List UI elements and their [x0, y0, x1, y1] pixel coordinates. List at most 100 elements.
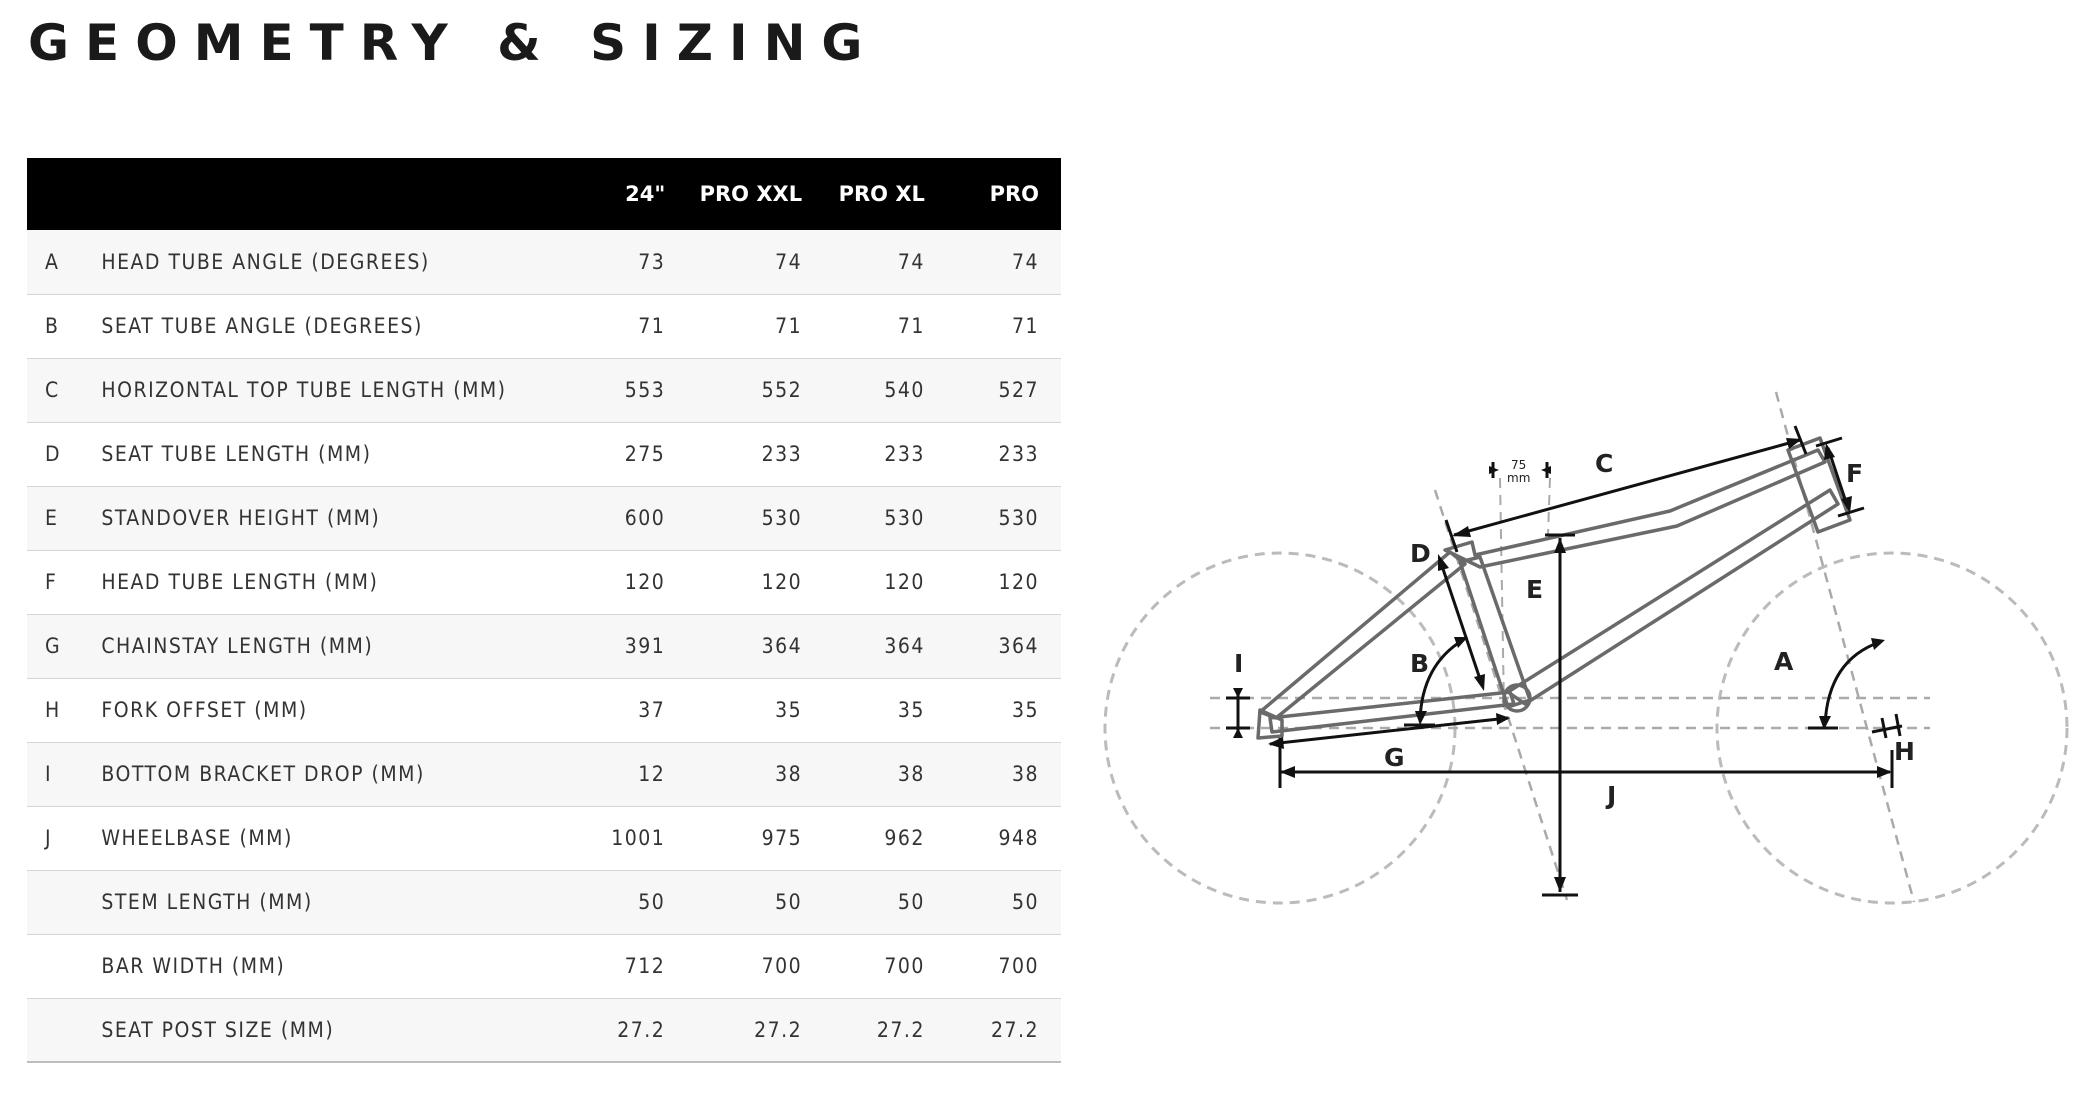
front-wheel: [1715, 551, 2069, 905]
bottom-bracket: [1502, 683, 1532, 713]
value-pro-xxl: 700: [761, 954, 803, 978]
head-tube: [1786, 436, 1852, 534]
dim-c-tick-right: [1793, 425, 1808, 455]
offset-arrow-left: [1489, 466, 1499, 474]
dim-j-arrow-right: [1877, 766, 1892, 778]
value-24: 275: [624, 442, 666, 466]
dim-a-arrow-top: [1871, 638, 1885, 650]
value-pro-xxl: 38: [775, 762, 803, 786]
row-letter: [27, 998, 101, 1062]
dim-b-arc: [1418, 638, 1464, 721]
value-24: 1001: [611, 826, 666, 850]
value-pro: 74: [1011, 249, 1039, 274]
value-pro-xl: 35: [897, 698, 925, 722]
value-pro-xxl: 74: [775, 249, 803, 274]
row-label: HORIZONTAL TOP TUBE LENGTH (MM): [101, 378, 507, 402]
dimension-lines: [1226, 425, 1903, 897]
value-24: 600: [624, 506, 666, 530]
value-pro-xl: 120: [884, 570, 925, 594]
value-24: 37: [638, 698, 666, 722]
offset-ref-line-1: [1499, 477, 1505, 709]
row-label: FORK OFFSET (MM): [101, 698, 308, 722]
dim-e-arrow-top: [1554, 538, 1566, 553]
value-pro: 35: [1011, 698, 1039, 722]
dim-c-tick-left: [1444, 519, 1459, 553]
value-pro: 71: [1011, 314, 1039, 338]
bike-diagram-svg: C F D E B I G J A H 75 mm: [1103, 391, 2069, 905]
value-pro: 120: [998, 570, 1039, 594]
dim-i-arrow-bottom: [1233, 728, 1243, 738]
value-pro-xxl: 27.2: [754, 1017, 803, 1042]
diagram-label-e: E: [1526, 575, 1543, 604]
dim-g-arrow-left: [1268, 737, 1284, 749]
dim-f-arrow-bottom: [1841, 496, 1852, 513]
value-pro-xl: 71: [897, 314, 925, 338]
table-header-row: 24" PRO XXL PRO XL PRO: [27, 158, 1061, 230]
value-pro-xxl: 364: [761, 634, 803, 658]
dim-d-line: [1438, 559, 1484, 686]
row-label: WHEELBASE (MM): [101, 826, 293, 850]
dim-f-arrow-top: [1824, 443, 1835, 460]
dim-h-tick-1: [1880, 717, 1888, 739]
value-pro-xl: 38: [897, 762, 925, 786]
value-pro-xl: 540: [884, 378, 925, 402]
row-letter: E: [45, 506, 59, 530]
row-label: HEAD TUBE ANGLE (DEGREES): [101, 249, 430, 274]
diagram-label-d: D: [1410, 539, 1431, 568]
dim-d-arrow-bottom: [1474, 674, 1485, 691]
bike-frame: [1256, 436, 1852, 740]
diagram-label-c: C: [1595, 449, 1613, 478]
value-pro-xl: 962: [884, 826, 925, 850]
value-pro: 700: [998, 954, 1039, 978]
value-pro-xxl: 530: [761, 506, 803, 530]
header-label: [101, 158, 555, 230]
row-letter: [27, 870, 101, 934]
diagram-label-h: H: [1894, 737, 1915, 766]
dim-c-line: [1453, 438, 1801, 537]
diagram-label-a: A: [1774, 647, 1794, 676]
dim-a-arc: [1823, 640, 1881, 726]
seat-stay: [1258, 550, 1467, 720]
value-24: 71: [638, 314, 666, 338]
dim-f-tick-top: [1815, 436, 1843, 448]
row-letter: D: [45, 442, 62, 466]
dim-d-arrow-top: [1438, 554, 1449, 571]
value-pro-xxl: 233: [761, 442, 803, 466]
dim-g-line: [1269, 716, 1509, 746]
row-letter: [27, 934, 101, 998]
value-pro-xl: 27.2: [876, 1017, 925, 1042]
dim-i-arrow-top: [1233, 688, 1243, 698]
value-24: 553: [624, 378, 666, 402]
dim-g-arrow-right: [1496, 713, 1510, 725]
header-letter: [27, 158, 101, 230]
header-size-pro: PRO: [989, 182, 1039, 206]
dim-b-arrow-bottom: [1415, 711, 1427, 725]
dim-c-arrow-right: [1786, 438, 1802, 449]
rear-dropout: [1256, 708, 1284, 740]
value-24: 391: [624, 634, 666, 658]
dim-a-arrow-bottom: [1819, 716, 1831, 730]
diagram-label-g: G: [1384, 743, 1405, 772]
row-letter: F: [45, 570, 58, 594]
header-size-24: 24": [625, 182, 666, 206]
value-pro-xl: 530: [884, 506, 925, 530]
value-24: 712: [624, 954, 666, 978]
offset-unit-label: mm: [1507, 471, 1530, 485]
value-24: 73: [638, 249, 666, 274]
row-letter: I: [45, 762, 53, 786]
value-24: 120: [624, 570, 666, 594]
row-label: CHAINSTAY LENGTH (MM): [101, 634, 374, 658]
